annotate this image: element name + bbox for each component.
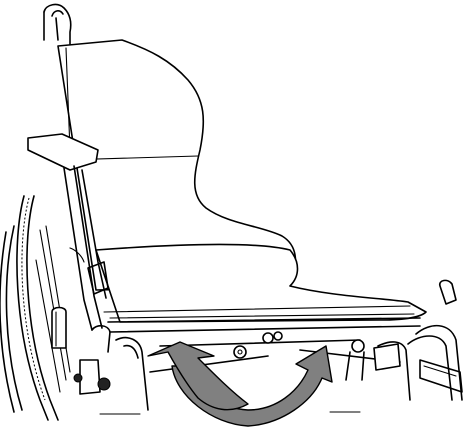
- seat-cushion: [95, 243, 427, 323]
- front-left-frame: [51, 306, 149, 411]
- backrest-cushion: [57, 39, 297, 291]
- rotation-arrow: [147, 341, 333, 427]
- armrest: [27, 133, 99, 171]
- side-frame: [63, 165, 109, 331]
- back-post: [43, 3, 72, 45]
- front-right-frame: [345, 279, 463, 401]
- arrow-upper-band: [147, 341, 249, 411]
- left-rear-wheel: [0, 195, 71, 421]
- seat-frame: [107, 317, 421, 373]
